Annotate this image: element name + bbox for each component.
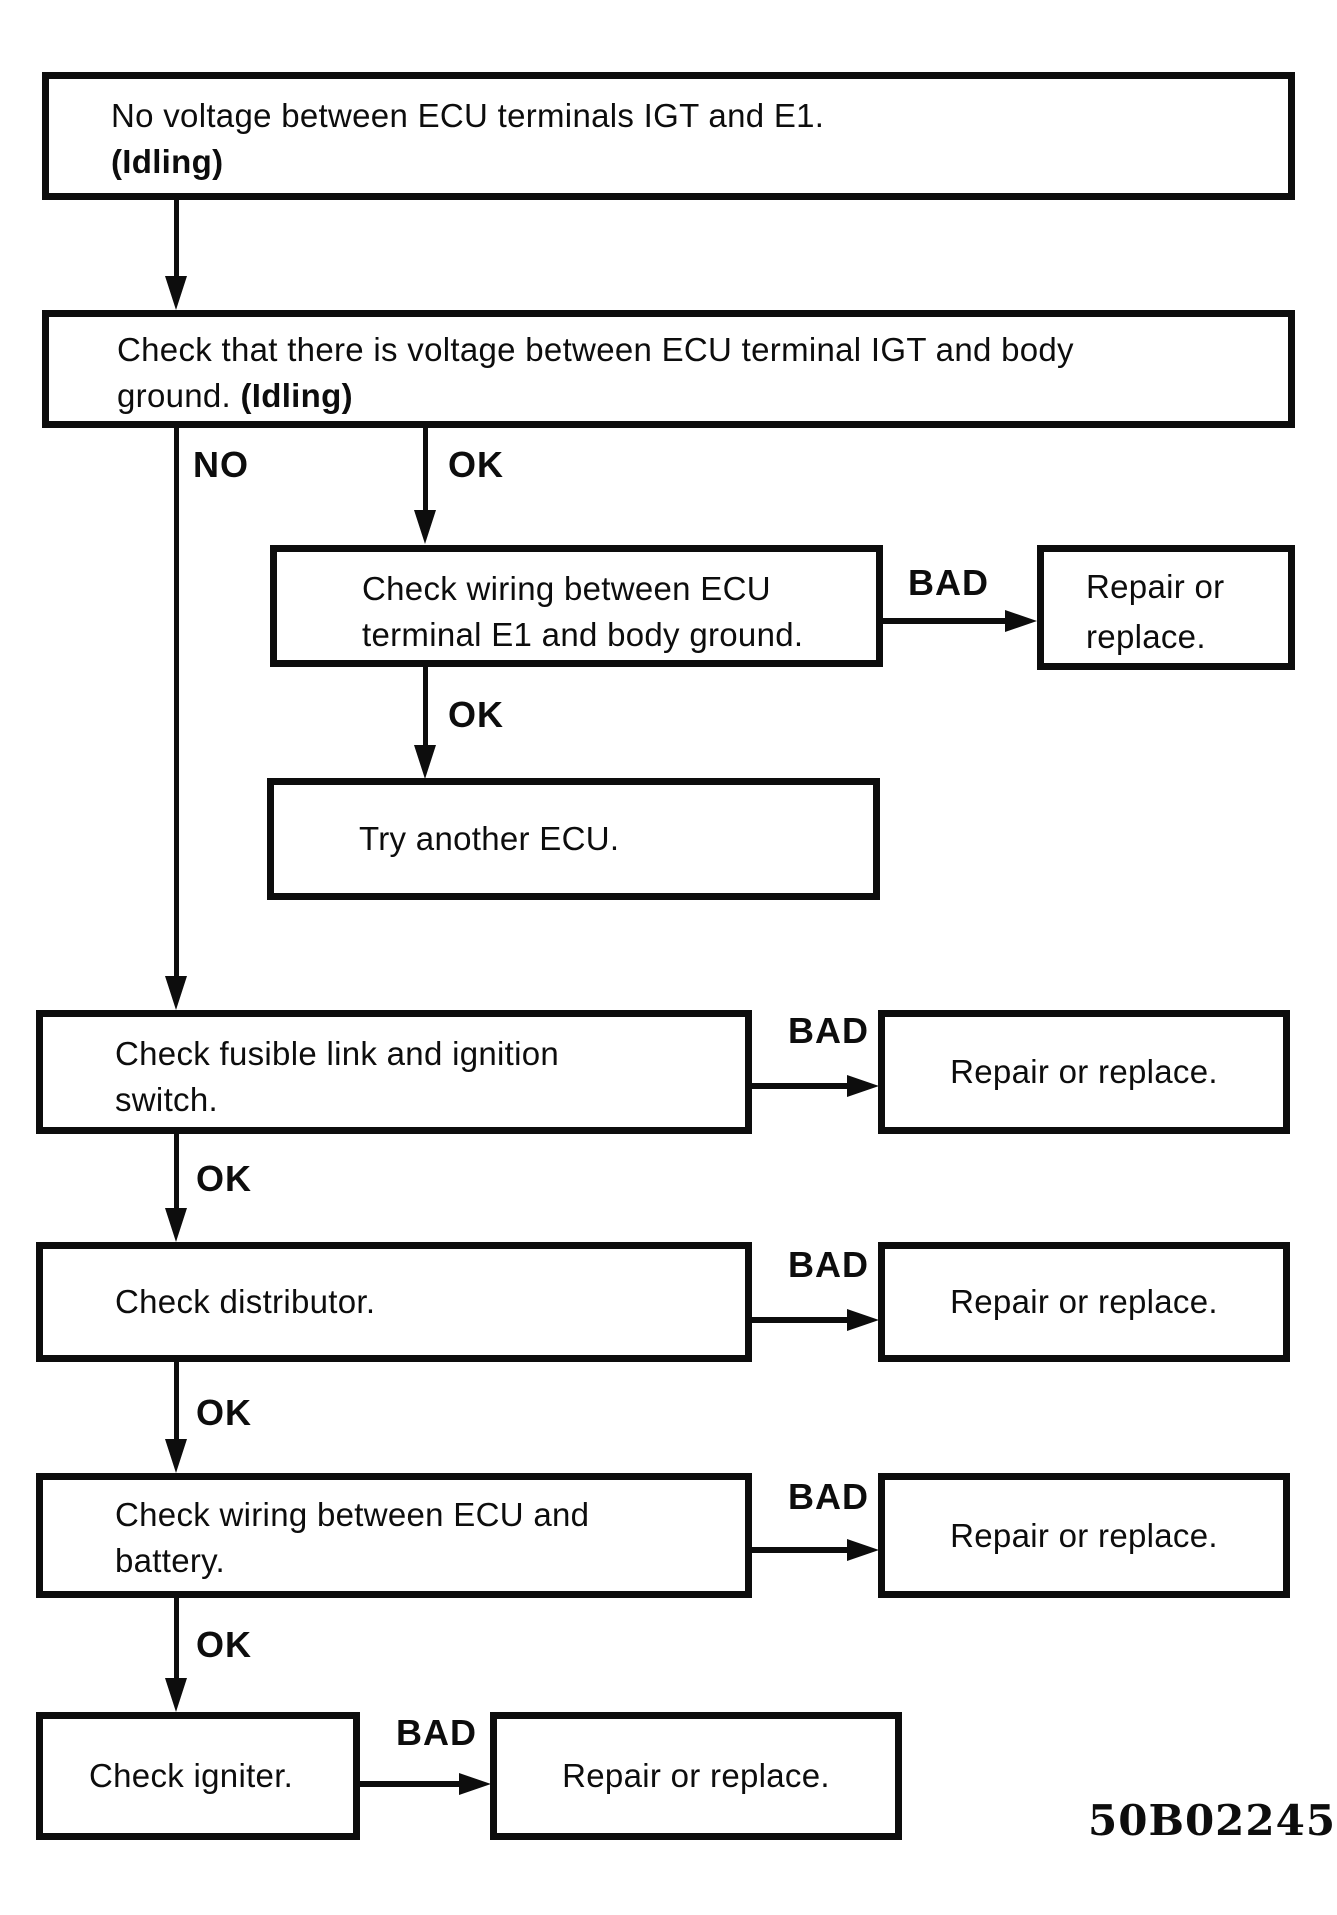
branch-label-bad-5: BAD	[396, 1712, 477, 1753]
node-check-fusible-link-line2: switch.	[115, 1081, 218, 1118]
node-repair-distributor: Repair or replace.	[878, 1242, 1290, 1362]
connector-ok-to-check-igniter	[174, 1598, 179, 1678]
node-repair-battery: Repair or replace.	[878, 1473, 1290, 1598]
node-repair-top-line1: Repair or	[1086, 568, 1225, 605]
arrowhead-down-icon	[165, 1439, 187, 1473]
node-repair-fusible-text: Repair or replace.	[950, 1053, 1218, 1090]
node-repair-igniter: Repair or replace.	[490, 1712, 902, 1840]
connector-bad-igniter-to-repair	[360, 1781, 459, 1787]
arrowhead-down-icon	[414, 745, 436, 779]
arrowhead-right-icon	[1005, 610, 1037, 632]
arrowhead-down-icon	[165, 976, 187, 1010]
connector-no-branch	[174, 428, 179, 976]
node-start-line2: (Idling)	[111, 143, 224, 180]
node-check-wiring-battery: Check wiring between ECU and battery.	[36, 1473, 752, 1598]
arrowhead-right-icon	[459, 1773, 491, 1795]
node-check-igt-voltage-line2-bold: (Idling)	[240, 377, 353, 414]
figure-code: 50B02245	[1088, 1796, 1337, 1845]
connector-ok-to-check-wiring-battery	[174, 1362, 179, 1439]
node-check-igniter: Check igniter.	[36, 1712, 360, 1840]
node-repair-top: Repair or replace.	[1037, 545, 1295, 670]
branch-label-no: NO	[193, 444, 249, 485]
node-check-igt-voltage-line2-text: ground.	[117, 377, 232, 414]
node-repair-top-line2: replace.	[1086, 618, 1206, 655]
connector-bad-distributor-to-repair	[752, 1317, 847, 1323]
arrowhead-right-icon	[847, 1075, 879, 1097]
node-check-igt-voltage-line1: Check that there is voltage between ECU …	[117, 331, 1074, 368]
node-repair-distributor-text: Repair or replace.	[950, 1283, 1218, 1320]
node-start: No voltage between ECU terminals IGT and…	[42, 72, 1295, 200]
arrowhead-down-icon	[165, 1208, 187, 1242]
node-check-fusible-link-line1: Check fusible link and ignition	[115, 1035, 560, 1072]
connector-bad-fusible-to-repair	[752, 1083, 847, 1089]
branch-label-bad-2: BAD	[788, 1010, 869, 1051]
branch-label-bad-4: BAD	[788, 1476, 869, 1517]
arrowhead-down-icon	[165, 276, 187, 310]
node-check-igniter-text: Check igniter.	[89, 1757, 294, 1794]
node-check-distributor: Check distributor.	[36, 1242, 752, 1362]
arrowhead-down-icon	[165, 1678, 187, 1712]
branch-label-ok-3: OK	[196, 1158, 252, 1199]
branch-label-bad-1: BAD	[908, 562, 989, 603]
branch-label-ok-2: OK	[448, 694, 504, 735]
node-check-wiring-e1: Check wiring between ECU terminal E1 and…	[270, 545, 883, 667]
branch-label-ok-4: OK	[196, 1392, 252, 1433]
node-check-wiring-battery-line2: battery.	[115, 1542, 226, 1579]
connector-ok-to-try-another-ecu	[423, 667, 428, 745]
node-try-another-ecu: Try another ECU.	[267, 778, 880, 900]
node-check-fusible-link: Check fusible link and ignition switch.	[36, 1010, 752, 1134]
node-repair-fusible: Repair or replace.	[878, 1010, 1290, 1134]
node-check-distributor-text: Check distributor.	[115, 1283, 376, 1320]
branch-label-ok-5: OK	[196, 1624, 252, 1665]
node-check-wiring-e1-line2: terminal E1 and body ground.	[362, 616, 804, 653]
node-check-igt-voltage-line2: ground. (Idling)	[117, 373, 1268, 419]
node-check-igt-voltage: Check that there is voltage between ECU …	[42, 310, 1295, 428]
node-start-line1: No voltage between ECU terminals IGT and…	[111, 97, 825, 134]
connector-bad-to-repair-top	[883, 618, 1005, 624]
node-repair-battery-text: Repair or replace.	[950, 1516, 1218, 1554]
node-check-wiring-e1-line1: Check wiring between ECU	[362, 570, 771, 607]
connector-start-to-check-voltage	[174, 200, 179, 276]
connector-ok-to-check-wiring-e1	[423, 428, 428, 510]
arrowhead-down-icon	[414, 510, 436, 544]
node-repair-igniter-text: Repair or replace.	[562, 1757, 830, 1794]
node-check-wiring-battery-line1: Check wiring between ECU and	[115, 1496, 590, 1533]
branch-label-ok-1: OK	[448, 444, 504, 485]
connector-bad-battery-to-repair	[752, 1547, 847, 1553]
arrowhead-right-icon	[847, 1539, 879, 1561]
arrowhead-right-icon	[847, 1309, 879, 1331]
branch-label-bad-3: BAD	[788, 1244, 869, 1285]
connector-ok-to-check-distributor	[174, 1134, 179, 1208]
node-try-another-ecu-text: Try another ECU.	[359, 820, 620, 857]
